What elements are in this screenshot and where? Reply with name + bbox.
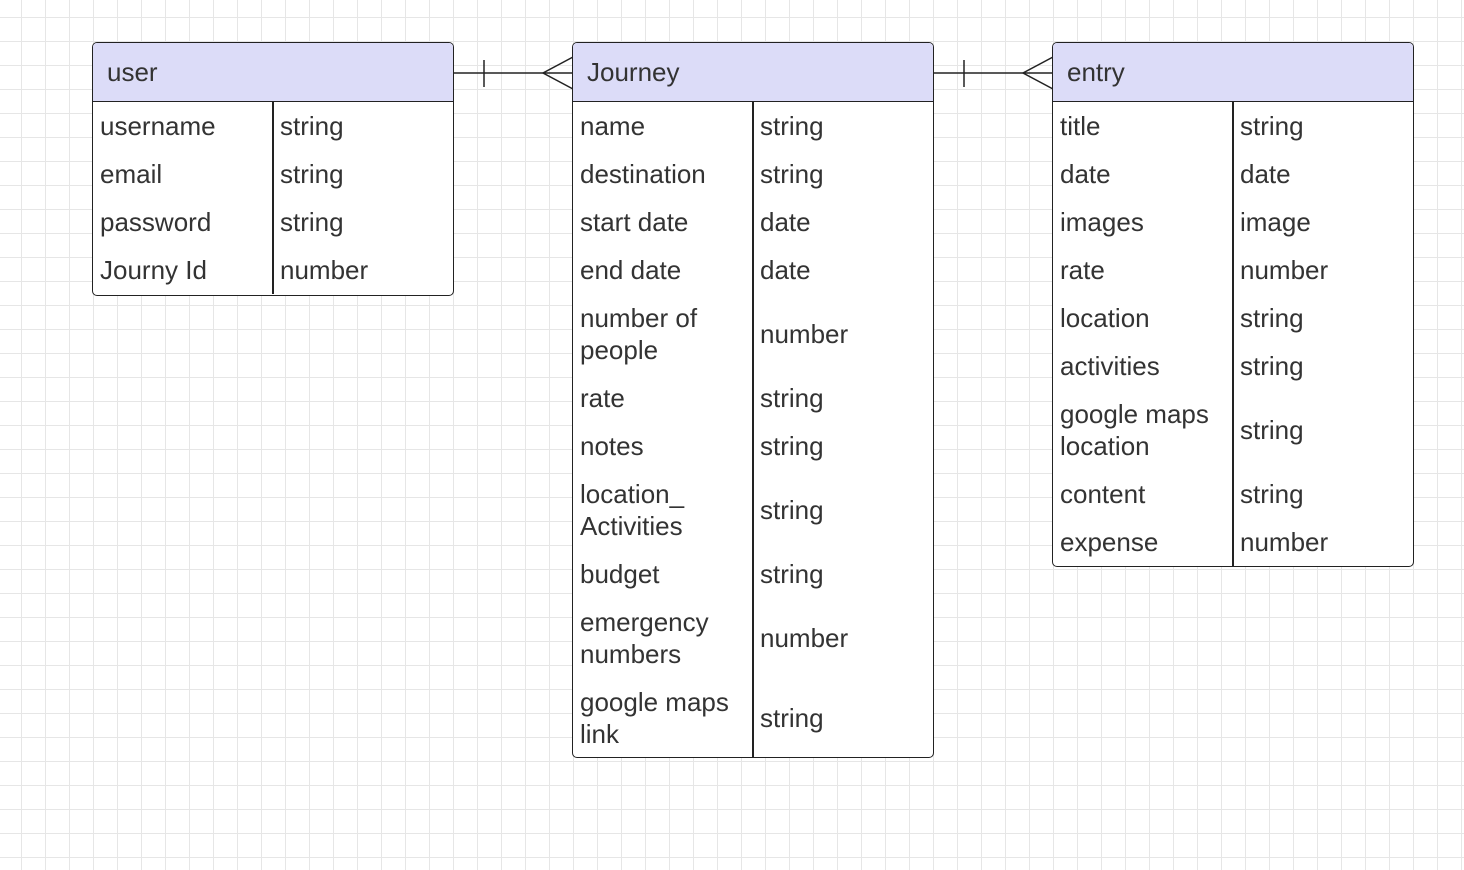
- entity-attributes: username string email string password st…: [93, 102, 453, 294]
- attribute-name: password: [100, 207, 212, 237]
- attribute-row: notes string: [573, 422, 933, 470]
- attribute-row: title string: [1053, 102, 1413, 150]
- attribute-row: rate number: [1053, 246, 1413, 294]
- attribute-name: budget: [580, 559, 660, 589]
- column-divider: [1232, 102, 1234, 566]
- attribute-row: emergency numbers number: [573, 598, 933, 678]
- attribute-row: name string: [573, 102, 933, 150]
- attribute-type: number: [1240, 527, 1329, 557]
- attribute-name: location_ Activities: [580, 479, 685, 541]
- attribute-name: google maps location: [1060, 399, 1209, 461]
- attribute-row: expense number: [1053, 518, 1413, 566]
- attribute-type: string: [760, 431, 824, 461]
- attribute-row: start date date: [573, 198, 933, 246]
- attribute-type: string: [280, 207, 344, 237]
- attribute-type: string: [280, 111, 344, 141]
- entity-title: user: [93, 43, 453, 102]
- attribute-type: string: [1240, 479, 1304, 509]
- attribute-type: string: [1240, 351, 1304, 381]
- attribute-name: activities: [1060, 351, 1160, 381]
- attribute-row: Journy Id number: [93, 246, 453, 294]
- attribute-name: google maps link: [580, 687, 729, 749]
- attribute-type: string: [280, 159, 344, 189]
- attribute-type: string: [760, 559, 824, 589]
- journey-entity[interactable]: Journey name string destination string s…: [572, 42, 934, 758]
- attribute-name: destination: [580, 159, 706, 189]
- attribute-type: string: [1240, 111, 1304, 141]
- attribute-row: location_ Activities string: [573, 470, 933, 550]
- many-crowfoot-mark: [1021, 56, 1054, 90]
- user-journey-relationship: [453, 56, 574, 90]
- attribute-row: number of people number: [573, 294, 933, 374]
- user-entity[interactable]: user username string email string passwo…: [92, 42, 454, 296]
- attribute-name: email: [100, 159, 163, 189]
- attribute-type: string: [760, 703, 824, 733]
- attribute-name: Journy Id: [100, 255, 207, 285]
- attribute-name: images: [1060, 207, 1144, 237]
- attribute-name: notes: [580, 431, 644, 461]
- entry-entity[interactable]: entry title string date date images imag…: [1052, 42, 1414, 567]
- entity-title: Journey: [573, 43, 933, 102]
- attribute-type: string: [760, 383, 824, 413]
- attribute-name: content: [1060, 479, 1146, 509]
- attribute-type: number: [280, 255, 369, 285]
- attribute-type: string: [1240, 415, 1304, 445]
- attribute-row: images image: [1053, 198, 1413, 246]
- entity-title: entry: [1053, 43, 1413, 102]
- attribute-name: name: [580, 111, 646, 141]
- attribute-row: location string: [1053, 294, 1413, 342]
- attribute-type: string: [1240, 303, 1304, 333]
- attribute-name: number of people: [580, 303, 698, 365]
- attribute-type: string: [760, 111, 824, 141]
- attribute-name: rate: [1060, 255, 1105, 285]
- attribute-row: destination string: [573, 150, 933, 198]
- entity-attributes: name string destination string start dat…: [573, 102, 933, 757]
- attribute-row: google maps location string: [1053, 390, 1413, 470]
- attribute-row: end date date: [573, 246, 933, 294]
- attribute-row: content string: [1053, 470, 1413, 518]
- attribute-row: date date: [1053, 150, 1413, 198]
- column-divider: [272, 102, 274, 294]
- attribute-type: date: [760, 255, 811, 285]
- attribute-row: google maps link string: [573, 678, 933, 757]
- attribute-row: email string: [93, 150, 453, 198]
- column-divider: [752, 102, 754, 757]
- attribute-name: date: [1060, 159, 1111, 189]
- attribute-name: expense: [1060, 527, 1159, 557]
- attribute-name: emergency numbers: [580, 607, 709, 669]
- entity-attributes: title string date date images image rate…: [1053, 102, 1413, 566]
- attribute-type: number: [760, 319, 849, 349]
- attribute-name: title: [1060, 111, 1101, 141]
- attribute-type: string: [760, 159, 824, 189]
- attribute-type: image: [1240, 207, 1311, 237]
- attribute-name: username: [100, 111, 216, 141]
- attribute-row: rate string: [573, 374, 933, 422]
- attribute-type: string: [760, 495, 824, 525]
- attribute-name: rate: [580, 383, 625, 413]
- attribute-row: username string: [93, 102, 453, 150]
- attribute-name: location: [1060, 303, 1150, 333]
- attribute-name: start date: [580, 207, 689, 237]
- attribute-type: number: [1240, 255, 1329, 285]
- many-crowfoot-mark: [541, 56, 574, 90]
- attribute-name: end date: [580, 255, 682, 285]
- journey-entry-relationship: [933, 56, 1054, 90]
- attribute-row: budget string: [573, 550, 933, 598]
- attribute-row: activities string: [1053, 342, 1413, 390]
- attribute-type: date: [760, 207, 811, 237]
- attribute-type: date: [1240, 159, 1291, 189]
- attribute-row: password string: [93, 198, 453, 246]
- attribute-type: number: [760, 623, 849, 653]
